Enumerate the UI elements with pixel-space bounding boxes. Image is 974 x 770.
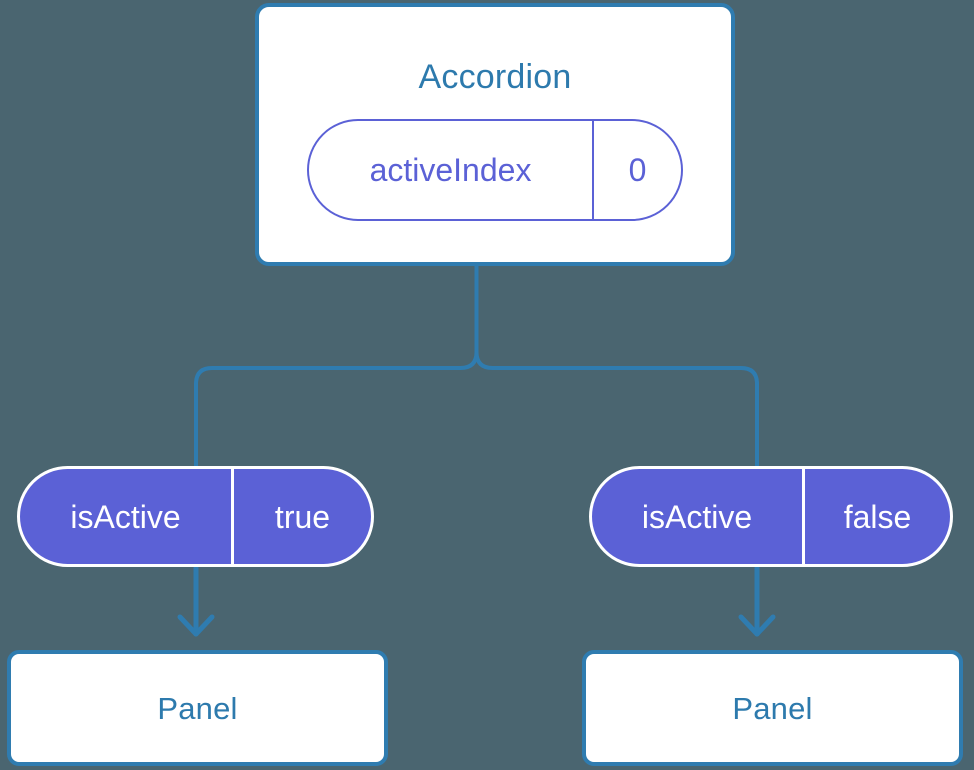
prop-pill-value: true	[231, 469, 371, 564]
prop-pill-value: false	[802, 469, 950, 564]
prop-pill-is-active-right[interactable]: isActive false	[589, 466, 953, 567]
prop-pill-key: isActive	[70, 498, 181, 535]
panel-component-card-right[interactable]: Panel	[582, 650, 963, 766]
panel-title: Panel	[157, 690, 238, 726]
prop-pill-key: isActive	[641, 498, 753, 535]
panel-title: Panel	[732, 690, 813, 726]
panel-component-card-left[interactable]: Panel	[7, 650, 388, 766]
accordion-title: Accordion	[418, 58, 572, 96]
arrow-right-pill-to-panel	[738, 565, 776, 637]
connector-accordion-to-right-branch	[474, 350, 759, 469]
state-pill-value: 0	[592, 121, 681, 219]
state-pill-active-index[interactable]: activeIndex 0	[307, 119, 683, 221]
arrow-left-pill-to-panel	[177, 565, 215, 637]
prop-pill-is-active-left[interactable]: isActive true	[17, 466, 374, 567]
state-pill-key: activeIndex	[369, 152, 532, 188]
connector-accordion-to-branches	[194, 264, 479, 469]
